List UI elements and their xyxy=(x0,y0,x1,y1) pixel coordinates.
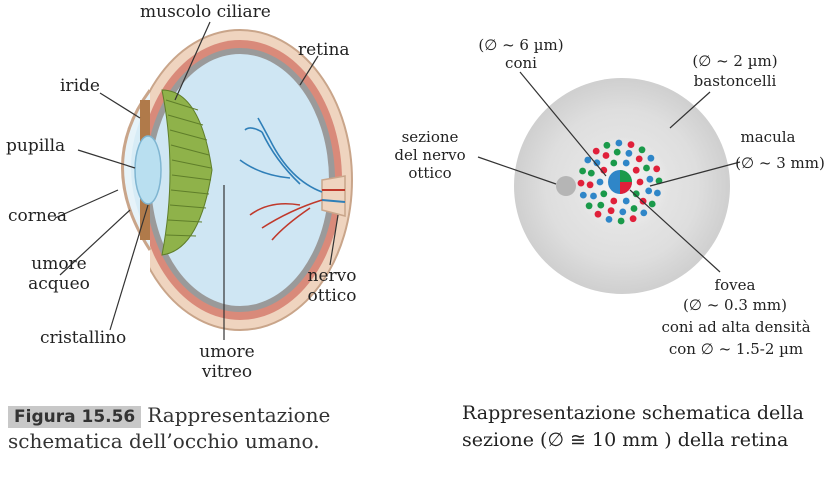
cone-dot xyxy=(607,207,615,215)
cone-dot xyxy=(653,165,661,173)
cone-dot xyxy=(622,197,630,205)
cone-dot xyxy=(592,147,600,155)
label-fovea-desc-1: coni ad alta densità xyxy=(661,318,811,336)
cone-dot xyxy=(625,149,633,157)
cone-dot xyxy=(597,201,605,209)
cone-dot xyxy=(594,210,602,218)
figure-caption-text: Rappresentazione schematica dell’occhio … xyxy=(8,403,331,453)
label-umore-vitreo: umore vitreo xyxy=(199,342,255,382)
cone-dot xyxy=(577,179,585,187)
cones-group xyxy=(577,139,663,225)
cone-dot xyxy=(632,190,640,198)
eye-leader-lines xyxy=(54,21,339,340)
cone-dot xyxy=(627,141,635,149)
label-retina: retina xyxy=(298,40,350,60)
cone-dot xyxy=(584,156,592,164)
cone-dot xyxy=(585,202,593,210)
label-macula: macula xyxy=(740,128,796,146)
cone-dot xyxy=(632,166,640,174)
cone-dot xyxy=(635,155,643,163)
cone-dot xyxy=(636,178,644,186)
label-cristallino: cristallino xyxy=(40,328,127,348)
cone-dot xyxy=(617,217,625,225)
cone-dot xyxy=(646,175,654,183)
label-coni: coni xyxy=(505,54,537,72)
label-umore-acqueo: umore acqueo xyxy=(28,254,90,294)
cone-dot xyxy=(648,200,656,208)
label-coni-size: (∅ ~ 6 µm) xyxy=(478,36,564,54)
retina-leader-lines xyxy=(477,71,741,273)
label-sezione-nervo-ottico: sezione del nervo ottico xyxy=(394,128,466,182)
label-macula-size: (∅ ~ 3 mm) xyxy=(735,154,825,172)
cone-dot xyxy=(615,139,623,147)
cone-dot xyxy=(603,141,611,149)
cone-dot xyxy=(610,197,618,205)
cone-dot xyxy=(630,205,638,212)
label-fovea-desc-2: con ∅ ~ 1.5-2 µm xyxy=(668,340,804,358)
label-bastoncelli: bastoncelli xyxy=(693,72,777,90)
optic-nerve-section xyxy=(556,176,576,196)
eye-ciliary-striations xyxy=(165,99,212,237)
cone-dot xyxy=(613,148,621,156)
cone-dot xyxy=(586,181,594,189)
cone-dot xyxy=(647,154,655,162)
retina-caption: Rappresentazione schematica della sezion… xyxy=(462,402,804,451)
cone-dot xyxy=(654,189,661,197)
cone-dot xyxy=(579,191,587,199)
cone-dot xyxy=(638,146,646,154)
figure-tag: Figura 15.56 xyxy=(8,406,142,428)
cone-dot xyxy=(622,159,630,167)
cone-dot xyxy=(619,208,627,216)
label-iride: iride xyxy=(60,76,100,96)
label-bastoncelli-size: (∅ ~ 2 µm) xyxy=(692,52,778,70)
cone-dot xyxy=(610,159,618,167)
eye-iris-top xyxy=(140,100,150,142)
label-muscolo-ciliare: muscolo ciliare xyxy=(140,2,271,22)
cone-dot xyxy=(645,187,653,195)
cone-dot xyxy=(600,190,608,198)
label-cornea: cornea xyxy=(8,206,68,226)
cone-dot xyxy=(640,209,648,217)
eye-iris-bottom xyxy=(140,198,150,240)
cone-dot xyxy=(593,159,601,167)
label-pupilla: pupilla xyxy=(6,136,66,156)
cone-dot xyxy=(605,216,613,223)
label-fovea-size: (∅ ~ 0.3 mm) xyxy=(683,296,787,314)
label-nervo-ottico: nervo ottico xyxy=(307,266,357,306)
cone-dot xyxy=(587,169,595,177)
label-fovea: fovea xyxy=(714,276,756,294)
cone-dot xyxy=(629,215,637,223)
eye-lens xyxy=(134,135,162,205)
eye-vessels xyxy=(239,117,323,241)
fovea-red-sector xyxy=(620,182,632,194)
cone-dot xyxy=(596,178,604,186)
cone-dot xyxy=(643,164,650,172)
cone-dot xyxy=(602,152,610,159)
cone-dot xyxy=(579,167,586,175)
fovea-green-sector xyxy=(620,170,632,182)
cone-dot xyxy=(590,192,597,200)
